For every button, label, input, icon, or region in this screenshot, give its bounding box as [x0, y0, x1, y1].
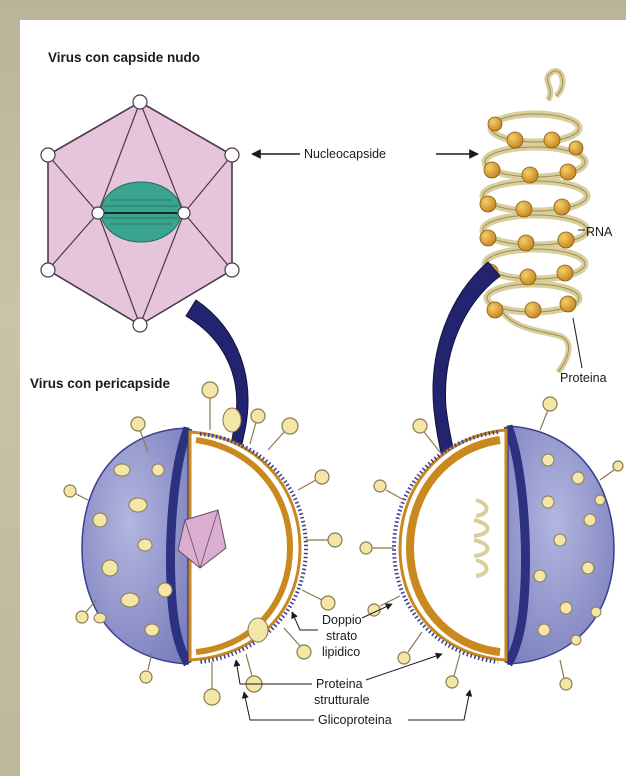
label-rna: RNA — [586, 225, 613, 239]
label-structural-line1: Proteina — [316, 677, 363, 691]
label-nucleocapsid: Nucleocapside — [304, 147, 386, 161]
label-glycoprotein: Glicoproteina — [318, 713, 392, 727]
label-bilayer-line3: lipidico — [322, 645, 360, 659]
title-enveloped-virus: Virus con pericapside — [30, 376, 171, 391]
label-structural-line2: strutturale — [314, 693, 370, 707]
title-naked-capsid: Virus con capside nudo — [48, 50, 200, 65]
label-bilayer-line2: strato — [326, 629, 357, 643]
label-bilayer-line1: Doppio — [322, 613, 362, 627]
capsid-genome — [101, 182, 181, 242]
label-protein: Proteina — [560, 371, 607, 385]
